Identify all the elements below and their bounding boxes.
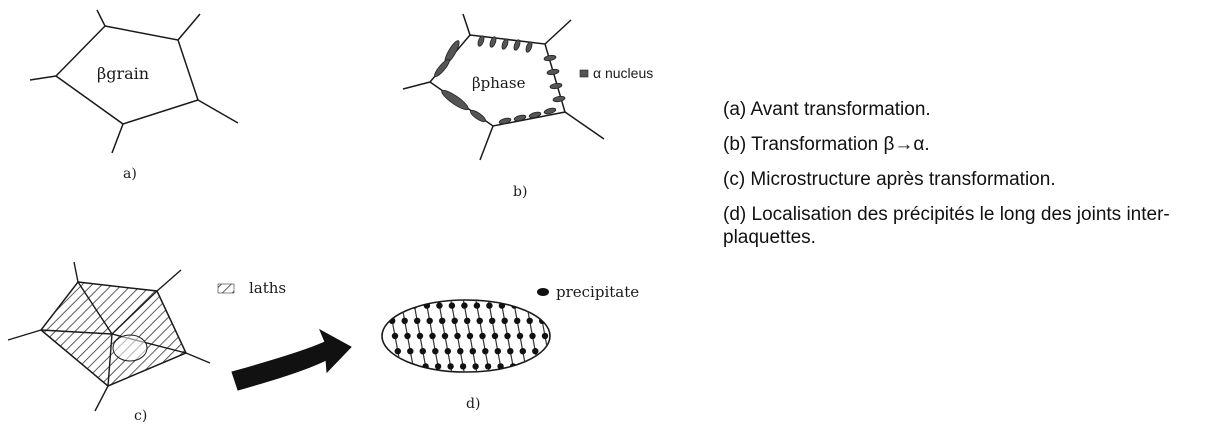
precipitate-dot bbox=[454, 333, 460, 339]
panel-d bbox=[382, 298, 566, 374]
precipitate-dot bbox=[457, 348, 463, 354]
precipitate-dot bbox=[435, 363, 441, 369]
precipitate-dot bbox=[429, 333, 435, 339]
panel-c bbox=[8, 262, 210, 411]
precipitate-dot bbox=[486, 302, 492, 308]
precipitate-dot bbox=[560, 363, 566, 369]
precipitate-dot bbox=[445, 348, 451, 354]
precipitate-dot bbox=[485, 363, 491, 369]
panel-d-label: d) bbox=[466, 396, 480, 412]
precipitate-dot bbox=[399, 302, 405, 308]
precipitate-dot bbox=[392, 333, 398, 339]
precipitate-dot bbox=[520, 348, 526, 354]
precipitate-dot bbox=[449, 302, 455, 308]
precipitate-dot bbox=[504, 333, 510, 339]
precipitate-dot bbox=[452, 318, 458, 324]
precipitate-dot bbox=[492, 333, 498, 339]
precipitate-dot bbox=[472, 363, 478, 369]
precipitate-legend-swatch bbox=[537, 288, 549, 296]
precipitate-dot bbox=[427, 318, 433, 324]
precipitate-dot bbox=[432, 348, 438, 354]
precipitate-dot bbox=[522, 363, 528, 369]
panel-b-label: b) bbox=[513, 184, 527, 200]
precipitate-dot bbox=[436, 302, 442, 308]
precipitate-dot bbox=[464, 318, 470, 324]
laths-legend-swatch bbox=[218, 284, 234, 293]
panel-a-label: a) bbox=[123, 166, 137, 182]
transformation-arrow bbox=[232, 330, 351, 390]
precipitate-dot bbox=[477, 318, 483, 324]
precipitate-dot bbox=[529, 333, 535, 339]
precipitate-dot bbox=[397, 363, 403, 369]
precipitate-dot bbox=[524, 302, 530, 308]
precipitate-dot bbox=[514, 318, 520, 324]
caption-b: (b) Transformation β→α. bbox=[723, 133, 1223, 156]
precipitate-dot bbox=[542, 333, 548, 339]
precipitate-legend-label: precipitate bbox=[556, 283, 639, 301]
precipitate-dot bbox=[502, 318, 508, 324]
precipitate-dot bbox=[420, 348, 426, 354]
precipitate-dot bbox=[517, 333, 523, 339]
panel-a-grain-label: βgrain bbox=[97, 64, 149, 83]
precipitate-dot bbox=[386, 302, 392, 308]
precipitate-dot bbox=[402, 318, 408, 324]
precipitate-dot bbox=[549, 302, 555, 308]
precipitate-dot bbox=[482, 348, 488, 354]
panel-c-label: c) bbox=[134, 408, 147, 424]
precipitate-dot bbox=[395, 348, 401, 354]
precipitate-dot bbox=[479, 333, 485, 339]
caption-d: (d) Localisation des précipités le long … bbox=[723, 203, 1223, 249]
precipitate-dot bbox=[467, 333, 473, 339]
microstructure-diagram: βgrain a) βphase α nucleus b) bbox=[0, 0, 720, 428]
precipitate-dot bbox=[552, 318, 558, 324]
alpha-nucleus-legend-swatch bbox=[580, 70, 588, 77]
panel-b-phase-label: βphase bbox=[472, 74, 526, 92]
precipitate-dot bbox=[439, 318, 445, 324]
precipitate-dot bbox=[442, 333, 448, 339]
precipitate-dot bbox=[417, 333, 423, 339]
caption-list: (a) Avant transformation. (b) Transforma… bbox=[723, 98, 1223, 261]
precipitate-dot bbox=[414, 318, 420, 324]
precipitate-dot bbox=[557, 348, 563, 354]
precipitate-dot bbox=[460, 363, 466, 369]
caption-c: (c) Microstructure après transformation. bbox=[723, 168, 1223, 191]
precipitate-dot bbox=[536, 302, 542, 308]
precipitate-dot bbox=[554, 333, 560, 339]
lath-line bbox=[551, 298, 565, 374]
precipitate-dot bbox=[532, 348, 538, 354]
precipitate-dot bbox=[470, 348, 476, 354]
precipitate-dot bbox=[495, 348, 501, 354]
caption-a: (a) Avant transformation. bbox=[723, 98, 1223, 121]
precipitate-dot bbox=[507, 348, 513, 354]
precipitate-dot bbox=[404, 333, 410, 339]
laths-legend-label: laths bbox=[249, 279, 286, 297]
precipitate-dot bbox=[474, 302, 480, 308]
precipitate-dot bbox=[535, 363, 541, 369]
alpha-nucleus-legend-label: α nucleus bbox=[593, 65, 653, 81]
precipitate-dot bbox=[447, 363, 453, 369]
precipitate-dot bbox=[489, 318, 495, 324]
precipitate-dot bbox=[527, 318, 533, 324]
precipitate-dot bbox=[461, 302, 467, 308]
precipitate-dot bbox=[547, 363, 553, 369]
precipitate-dot bbox=[407, 348, 413, 354]
